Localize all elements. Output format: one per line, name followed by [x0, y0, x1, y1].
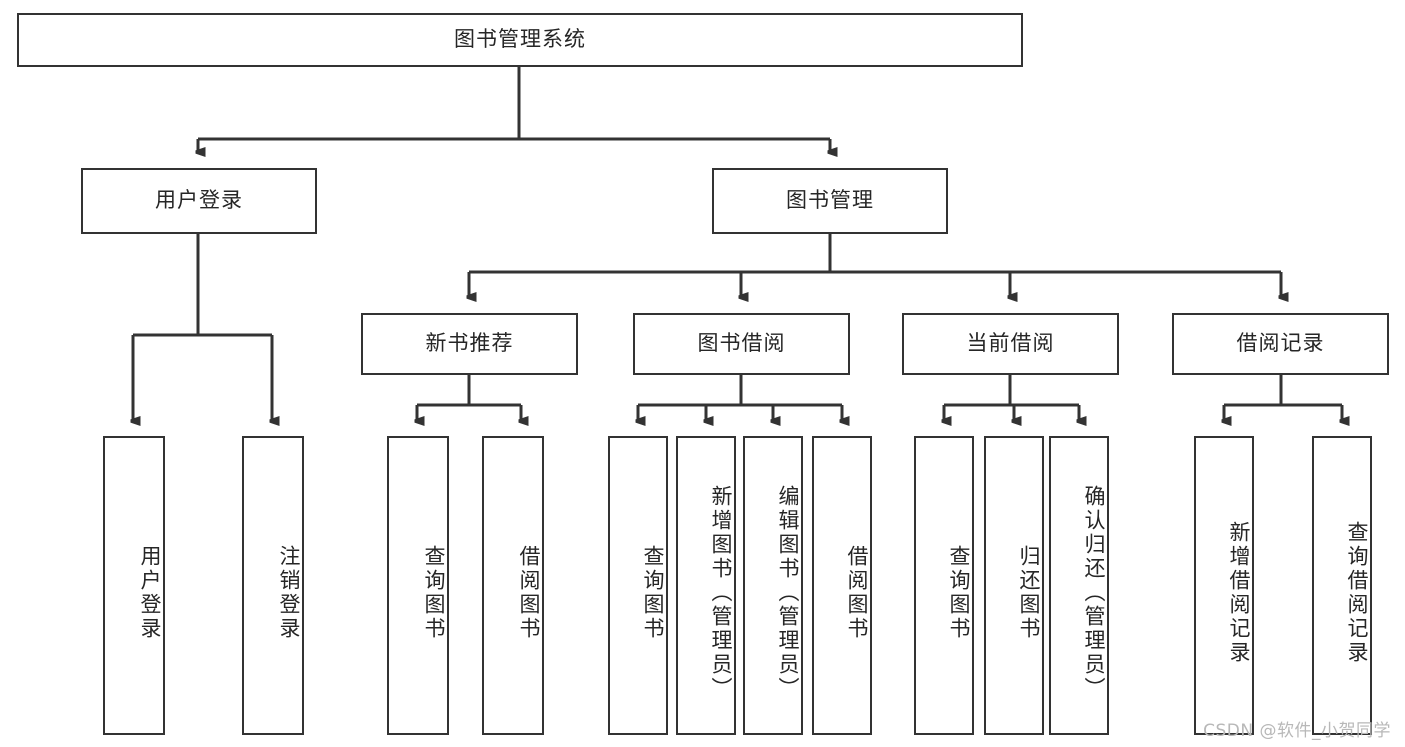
- node-leaf-user-logout[interactable]: 注销登录: [242, 436, 304, 735]
- node-leaf-confirm-return-label: 确认归还（管理员）: [1082, 484, 1106, 701]
- node-leaf-borrow-book-2-label: 借阅图书: [845, 544, 869, 641]
- node-leaf-return-book-label: 归还图书: [1017, 544, 1041, 641]
- node-book-borrow[interactable]: 图书借阅: [633, 313, 850, 375]
- node-leaf-add-record[interactable]: 新增借阅记录: [1194, 436, 1254, 735]
- node-leaf-query-book-2-label: 查询图书: [641, 544, 665, 641]
- node-leaf-return-book[interactable]: 归还图书: [984, 436, 1044, 735]
- node-leaf-borrow-book-2[interactable]: 借阅图书: [812, 436, 872, 735]
- node-borrow-record-label: 借阅记录: [1236, 331, 1325, 356]
- node-leaf-borrow-book-1-label: 借阅图书: [517, 544, 541, 641]
- node-book-manage-label: 图书管理: [786, 188, 874, 213]
- node-user-login-label: 用户登录: [155, 188, 243, 213]
- node-leaf-query-book-2[interactable]: 查询图书: [608, 436, 668, 735]
- node-leaf-edit-book[interactable]: 编辑图书（管理员）: [743, 436, 803, 735]
- node-leaf-query-book-3[interactable]: 查询图书: [914, 436, 974, 735]
- node-leaf-add-record-label: 新增借阅记录: [1227, 520, 1251, 665]
- node-book-borrow-label: 图书借阅: [697, 331, 786, 356]
- node-leaf-user-logout-label: 注销登录: [277, 544, 301, 641]
- node-new-book-recommend-label: 新书推荐: [425, 331, 514, 356]
- node-leaf-add-book[interactable]: 新增图书（管理员）: [676, 436, 736, 735]
- node-root[interactable]: 图书管理系统: [17, 13, 1023, 67]
- node-new-book-recommend[interactable]: 新书推荐: [361, 313, 578, 375]
- node-leaf-query-book-1-label: 查询图书: [422, 544, 446, 641]
- node-leaf-query-book-3-label: 查询图书: [947, 544, 971, 641]
- node-leaf-user-login-label: 用户登录: [138, 544, 162, 641]
- node-current-borrow[interactable]: 当前借阅: [902, 313, 1119, 375]
- node-book-manage[interactable]: 图书管理: [712, 168, 948, 234]
- node-root-label: 图书管理系统: [454, 27, 586, 52]
- node-leaf-add-book-label: 新增图书（管理员）: [709, 484, 733, 701]
- node-leaf-query-record[interactable]: 查询借阅记录: [1312, 436, 1372, 735]
- node-leaf-edit-book-label: 编辑图书（管理员）: [776, 484, 800, 701]
- node-leaf-confirm-return[interactable]: 确认归还（管理员）: [1049, 436, 1109, 735]
- node-borrow-record[interactable]: 借阅记录: [1172, 313, 1389, 375]
- node-leaf-query-record-label: 查询借阅记录: [1345, 520, 1369, 665]
- node-leaf-query-book-1[interactable]: 查询图书: [387, 436, 449, 735]
- node-user-login[interactable]: 用户登录: [81, 168, 317, 234]
- node-leaf-user-login[interactable]: 用户登录: [103, 436, 165, 735]
- node-current-borrow-label: 当前借阅: [966, 331, 1055, 356]
- node-leaf-borrow-book-1[interactable]: 借阅图书: [482, 436, 544, 735]
